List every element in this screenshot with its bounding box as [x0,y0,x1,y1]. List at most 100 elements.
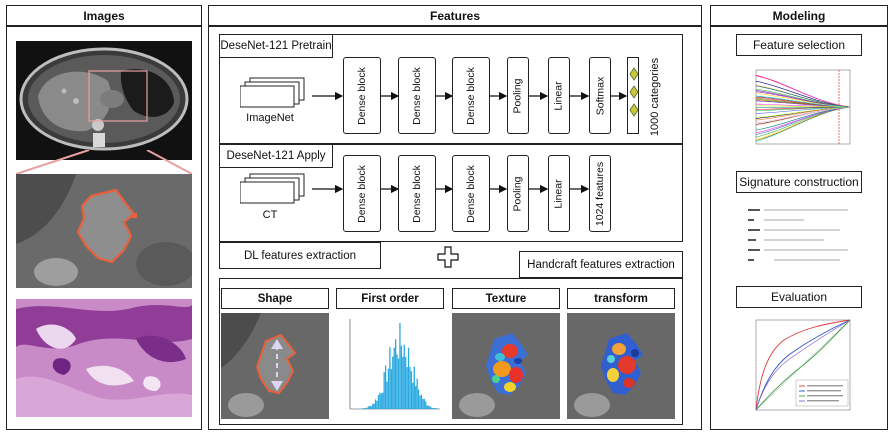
apply-title: DeseNet-121 Apply [219,144,333,168]
pretrain-block-label: Linear [553,80,566,111]
first-order-title: First order [336,288,444,309]
pretrain-block-label: Pooling [512,77,524,114]
histogram-bar [364,407,367,409]
apply-dense-block-3: Dense block [452,155,490,232]
apply-block-label: Linear [553,178,566,209]
histogram-bar [425,401,427,409]
ct-axial-image [16,41,192,160]
apply-block-label: Dense block [465,164,477,223]
apply-features-block: 1024 features [589,155,611,232]
histogram-bar [432,407,434,409]
lasso-coefficient-plot [744,62,854,158]
roc-curve-plot [744,314,854,422]
features-header-label: Features [429,8,481,23]
histogram-bar [366,407,368,409]
coefficient-path [755,95,851,108]
nomogram-plot [744,200,854,275]
apply-block-label: Dense block [356,164,368,223]
imagenet-label: ImageNet [246,112,294,124]
histogram-bar [430,407,433,409]
signature-construction-box: Signature construction [736,171,862,193]
shape-title: Shape [221,288,329,309]
histogram-bar [407,347,410,409]
transform-title: transform [567,288,675,309]
handcraft-features-extraction-box: Handcraft features extraction [519,251,683,278]
signature-construction-label: Signature construction [739,175,859,189]
histogram-bar [400,345,403,409]
coefficient-path [755,106,851,126]
histogram-bar [415,386,417,409]
coefficient-path [755,105,851,108]
histogram-bar [399,323,401,409]
shape-feature-image [221,313,329,419]
histogram-bar [433,407,435,409]
shape-title-label: Shape [257,292,293,305]
feature-selection-box: Feature selection [736,34,862,56]
histogram-bar [409,367,411,409]
histogram-bar [419,395,421,409]
pretrain-block-label: Dense block [411,66,423,125]
histogram-bar [374,399,377,409]
output-categories-label: 1000 categories [644,57,666,137]
apply-block-label: 1024 features [594,161,606,226]
histogram-bar [384,365,387,409]
ct-stack-icon [240,173,305,204]
histogram-bar [387,368,390,409]
apply-linear-block: Linear [548,155,570,232]
pretrain-pooling-block: Pooling [507,57,529,134]
histogram-bar [386,381,388,409]
histogram-bar [363,408,365,409]
histogram-bar [412,382,414,409]
images-header: Images [6,5,202,26]
histogram-bar [402,356,404,409]
pretrain-dense-block-3: Dense block [452,57,490,134]
pretrain-linear-block: Linear [548,57,570,134]
apply-title-label: DeseNet-121 Apply [226,150,326,162]
histogram-bar [372,403,374,409]
modeling-header: Modeling [710,5,888,26]
histogram-bar [410,371,413,409]
imagenet-stack-icon [240,77,305,108]
histogram-bar [405,356,407,409]
evaluation-box: Evaluation [736,286,862,308]
histopathology-image [16,299,192,417]
histogram-bar [429,406,431,409]
feature-selection-label: Feature selection [752,38,846,52]
histogram-bar [413,366,415,409]
coefficient-path [755,85,851,108]
histogram-bar [397,358,400,409]
output-categories-text: 1000 categories [649,57,661,137]
histogram-bar [390,368,392,409]
plus-icon [436,245,460,269]
apply-dense-block-1: Dense block [343,155,381,232]
transform-feature-map [567,313,675,419]
dl-features-extraction-label: DL features extraction [243,249,357,262]
pretrain-block-label: Dense block [465,66,477,125]
histogram-bar [376,400,378,409]
dl-features-extraction-box: DL features extraction [219,242,381,269]
coefficient-path [755,75,851,108]
histogram-bar [426,405,428,409]
texture-title: Texture [452,288,560,309]
apply-dense-block-2: Dense block [398,155,436,232]
histogram-bar [423,398,425,409]
pretrain-block-label: Dense block [356,66,368,125]
apply-pooling-block: Pooling [507,155,529,232]
ct-label: CT [262,209,278,221]
pretrain-block-label: Softmax [594,76,607,115]
histogram-bar [416,378,418,409]
histogram-bar [382,392,384,409]
histogram-bar [377,394,380,409]
histogram-bar [370,406,372,409]
texture-title-label: Texture [485,292,527,305]
histogram-bar [406,367,408,409]
coefficient-path [755,106,851,114]
modeling-header-label: Modeling [772,8,826,23]
histogram-bar [393,347,395,409]
output-diamonds [627,57,639,134]
histogram-bar [380,393,382,409]
histogram-bar [403,344,405,409]
zoom-connector-lines [15,150,193,175]
histogram-bar [383,372,385,409]
pretrain-title: DeseNet-121 Pretrain [219,34,333,58]
